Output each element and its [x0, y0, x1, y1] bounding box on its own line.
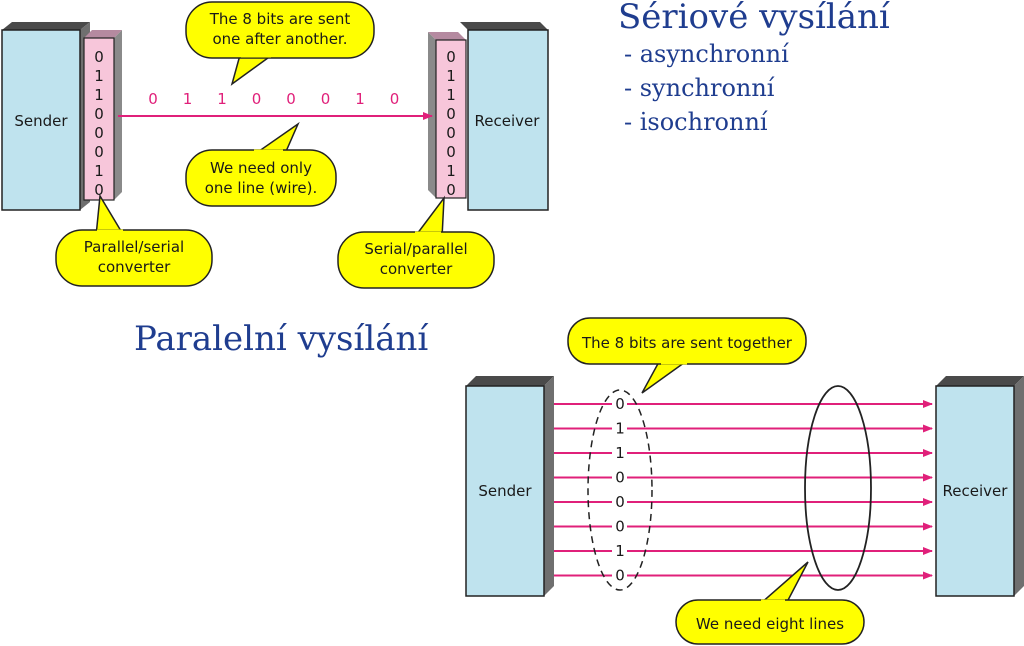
callout-sp-line2: converter — [380, 260, 453, 278]
serial-line-bit: 1 — [183, 90, 193, 108]
parallel-title: Paralelní vysílání — [134, 319, 429, 359]
callout-eight-lines-text: We need eight lines — [696, 615, 844, 633]
sender-converter-bit: 1 — [94, 86, 104, 104]
callout-sent-line1: The 8 bits are sent — [209, 10, 351, 28]
callout-parallel-serial: Parallel/serial converter — [55, 193, 213, 287]
serial-receiver-box: Receiver — [460, 22, 549, 211]
receiver-converter-bit: 1 — [446, 86, 456, 104]
bits-group-ellipse — [587, 389, 653, 591]
receiver-converter-bit: 0 — [446, 124, 456, 142]
serial-line-bit: 0 — [252, 90, 262, 108]
serial-line-bit: 0 — [148, 90, 158, 108]
callout-serial-parallel: Serial/parallel converter — [337, 195, 495, 289]
parallel-lines — [554, 400, 933, 580]
callout-ps-line2: converter — [98, 258, 171, 276]
callout-line-line1: We need only — [210, 159, 312, 177]
callout-ps-line1: Parallel/serial — [84, 238, 184, 256]
parallel-bit-backdrop — [612, 518, 627, 535]
callout-sent-line2: one after another. — [213, 30, 348, 48]
serial-receiver-label: Receiver — [475, 112, 541, 130]
serial-sender-box: Sender — [1, 22, 90, 211]
parallel-bit-backdrop — [612, 567, 627, 584]
receiver-converter-bit: 0 — [446, 181, 456, 199]
serial-line-bit: 1 — [355, 90, 365, 108]
serial-sender-label: Sender — [14, 112, 68, 130]
serial-line-bit: 1 — [217, 90, 227, 108]
parallel-bit-backdrop — [612, 469, 627, 486]
callout-one-line: We need only one line (wire). — [185, 121, 337, 207]
sender-converter-bit: 0 — [94, 105, 104, 123]
serial-line-bit: 0 — [321, 90, 331, 108]
callout-line-line2: one line (wire). — [205, 179, 318, 197]
sender-converter-bit: 1 — [94, 67, 104, 85]
serial-type-async: - asynchronní — [624, 40, 789, 68]
callout-eight-lines: We need eight lines — [675, 561, 865, 645]
serial-type-isochronous: - isochronní — [624, 108, 768, 136]
receiver-converter-bit: 1 — [446, 162, 456, 180]
parallel-bit: 1 — [615, 444, 625, 462]
parallel-bit-backdrop — [612, 396, 627, 412]
serial-title: Sériové vysílání — [618, 0, 891, 37]
sender-converter-bit: 0 — [94, 48, 104, 66]
parallel-bit: 0 — [615, 395, 625, 413]
callout-together-text: The 8 bits are sent together — [581, 334, 793, 352]
receiver-converter-bit: 0 — [446, 143, 456, 161]
parallel-bit-backdrop — [612, 420, 627, 437]
parallel-bit-backdrop — [612, 543, 627, 559]
parallel-bit: 1 — [615, 542, 625, 560]
sender-converter-bit: 1 — [94, 162, 104, 180]
parallel-bit: 1 — [615, 420, 625, 438]
parallel-bit: 0 — [615, 567, 625, 585]
parallel-sender-label: Sender — [478, 482, 532, 500]
parallel-sender-box: Sender — [465, 376, 554, 597]
sender-converter-bit: 0 — [94, 181, 104, 199]
parallel-bit: 0 — [615, 518, 625, 536]
serial-line-bit: 0 — [390, 90, 400, 108]
lines-group-ellipse — [804, 385, 872, 591]
callout-sent-one-after-another: The 8 bits are sent one after another. — [185, 1, 375, 86]
parallel-receiver-box: Receiver — [935, 376, 1024, 597]
parallel-bit-backdrop — [612, 445, 627, 461]
receiver-converter-bit: 1 — [446, 67, 456, 85]
receiver-converter-bit: 0 — [446, 48, 456, 66]
parallel-bit-backdrop — [612, 494, 627, 510]
callout-sent-together: The 8 bits are sent together — [567, 317, 807, 394]
sender-converter-bit: 0 — [94, 143, 104, 161]
callout-sp-line1: Serial/parallel — [364, 240, 467, 258]
parallel-bit: 0 — [615, 469, 625, 487]
parallel-bit: 0 — [615, 493, 625, 511]
serial-line-bits: 0 1 1 0 0 0 1 0 — [148, 90, 399, 108]
receiver-converter-bit: 0 — [446, 105, 456, 123]
sender-converter-bit: 0 — [94, 124, 104, 142]
parallel-bits: 0 1 1 0 0 0 1 0 — [612, 395, 627, 585]
parallel-receiver-label: Receiver — [943, 482, 1009, 500]
serial-type-sync: - synchronní — [624, 74, 775, 102]
serial-line-bit: 0 — [286, 90, 296, 108]
